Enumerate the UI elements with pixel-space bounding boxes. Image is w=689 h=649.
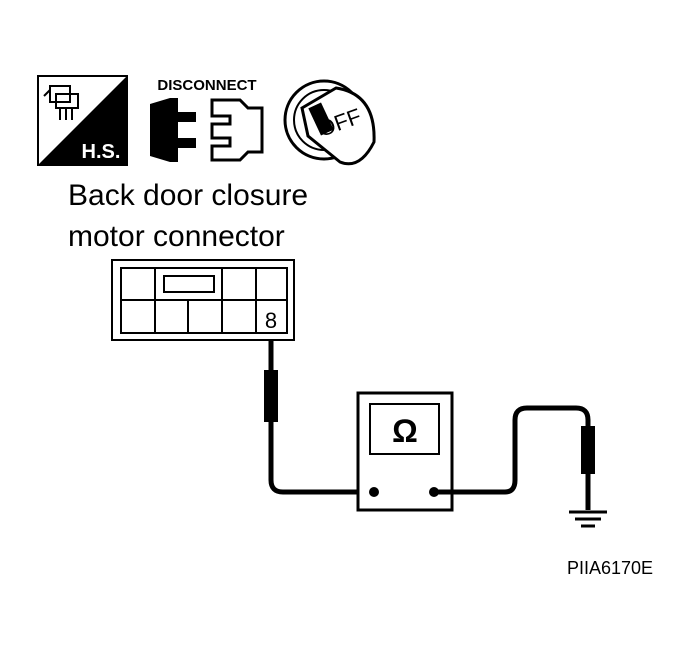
ignition-key-off-icon: OFF <box>283 79 376 166</box>
ground-symbol-icon <box>569 510 607 528</box>
connector-face <box>111 259 295 341</box>
disconnect-icon: DISCONNECT <box>150 77 264 162</box>
connector-label-line2: motor connector <box>68 220 285 253</box>
figure-id: PIIA6170E <box>567 558 653 578</box>
connector-label-line1: Back door closure <box>68 179 308 212</box>
disconnect-label: DISCONNECT <box>157 77 256 94</box>
harness-side-label: H.S. <box>82 141 121 163</box>
terminal-number: 8 <box>265 308 277 333</box>
probe-lead-right <box>434 405 591 510</box>
probe-tip-left <box>264 370 278 422</box>
harness-side-icon: H.S. <box>37 75 128 166</box>
ohm-symbol: Ω <box>392 413 418 449</box>
probe-lead-left <box>268 340 374 495</box>
ohmmeter-icon <box>356 391 454 512</box>
probe-tip-right <box>581 426 595 474</box>
